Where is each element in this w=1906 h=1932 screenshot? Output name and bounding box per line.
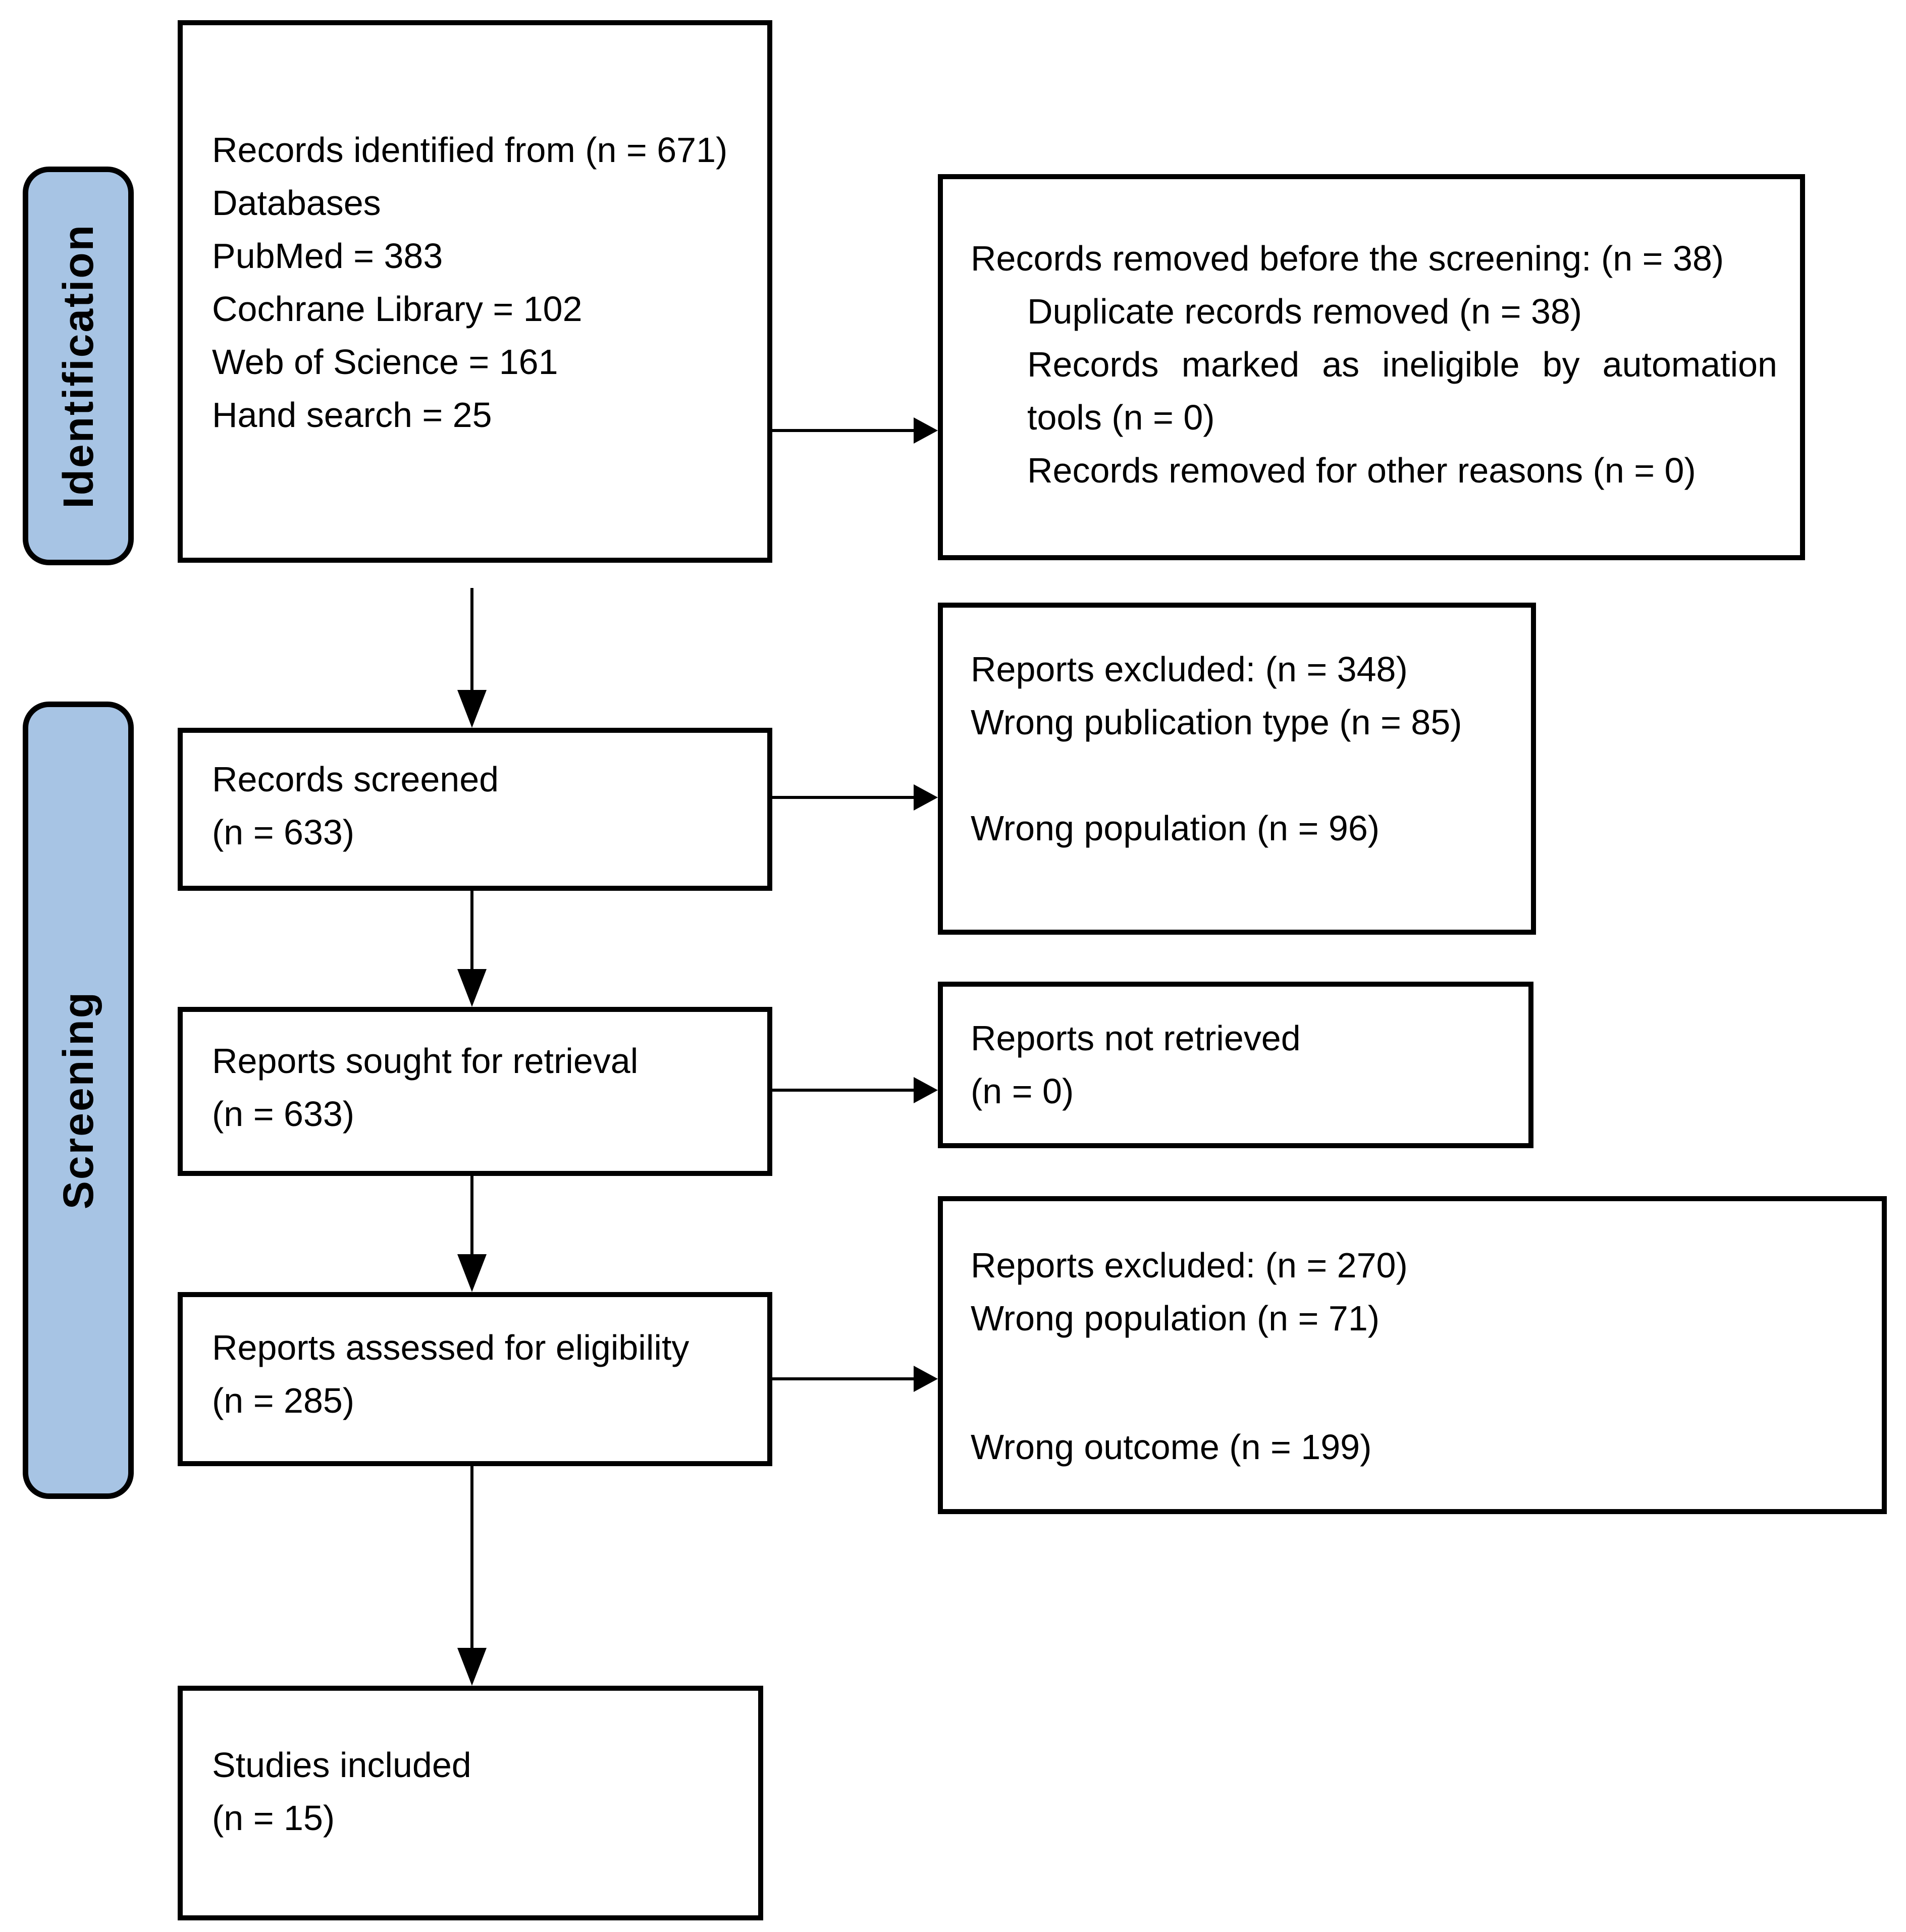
reports-excluded-screening-item: Wrong population (n = 96) bbox=[971, 809, 1380, 848]
records-removed-item: Records removed for other reasons (n = 0… bbox=[1027, 451, 1696, 490]
records-identified-line: Hand search = 25 bbox=[212, 395, 492, 435]
box-reports-excluded-screening: Reports excluded: (n = 348) Wrong public… bbox=[938, 603, 1536, 935]
records-identified-line: Records identified from (n = 671) bbox=[212, 130, 728, 170]
arrow-shaft bbox=[470, 1466, 473, 1650]
reports-excluded-eligibility-title: Reports excluded: (n = 270) bbox=[971, 1246, 1408, 1285]
stage-identification: Identification bbox=[23, 167, 134, 565]
arrow-shaft bbox=[470, 588, 473, 691]
reports-sought-count: (n = 633) bbox=[212, 1094, 355, 1134]
stage-screening-label: Screening bbox=[54, 991, 102, 1210]
reports-not-retrieved-count: (n = 0) bbox=[971, 1071, 1074, 1111]
records-screened-line: Records screened bbox=[212, 760, 499, 799]
records-identified-line: Cochrane Library = 102 bbox=[212, 289, 583, 329]
arrow-shaft bbox=[470, 891, 473, 972]
arrow-head-down-icon bbox=[457, 969, 487, 1007]
arrow-shaft bbox=[772, 429, 916, 432]
box-studies-included: Studies included (n = 15) bbox=[178, 1686, 763, 1920]
arrow-shaft bbox=[470, 1176, 473, 1257]
records-identified-line: PubMed = 383 bbox=[212, 236, 443, 276]
arrow-head-right-icon bbox=[914, 1077, 938, 1103]
box-records-screened: Records screened (n = 633) bbox=[178, 728, 772, 891]
records-removed-title: Records removed before the screening: (n… bbox=[971, 239, 1724, 278]
records-screened-count: (n = 633) bbox=[212, 813, 355, 852]
reports-assessed-count: (n = 285) bbox=[212, 1381, 355, 1420]
stage-identification-label: Identification bbox=[54, 223, 102, 509]
box-reports-not-retrieved: Reports not retrieved (n = 0) bbox=[938, 982, 1533, 1148]
reports-excluded-screening-title: Reports excluded: (n = 348) bbox=[971, 650, 1408, 689]
records-removed-item: Records marked as ineligible by automati… bbox=[1027, 345, 1777, 437]
arrow-head-right-icon bbox=[914, 1366, 938, 1392]
box-reports-excluded-eligibility: Reports excluded: (n = 270) Wrong popula… bbox=[938, 1196, 1887, 1514]
arrow-shaft bbox=[772, 1089, 916, 1092]
reports-sought-line: Reports sought for retrieval bbox=[212, 1041, 639, 1081]
arrow-head-right-icon bbox=[914, 784, 938, 811]
stage-screening: Screening bbox=[23, 702, 134, 1499]
reports-assessed-line: Reports assessed for eligibility bbox=[212, 1328, 690, 1367]
arrow-head-down-icon bbox=[457, 1648, 487, 1686]
box-records-identified: Records identified from (n = 671) Databa… bbox=[178, 20, 772, 563]
records-identified-line: Databases bbox=[212, 183, 381, 223]
records-identified-line: Web of Science = 161 bbox=[212, 342, 558, 382]
records-removed-item: Duplicate records removed (n = 38) bbox=[1027, 292, 1582, 331]
arrow-head-down-icon bbox=[457, 1254, 487, 1292]
box-reports-sought: Reports sought for retrieval (n = 633) bbox=[178, 1007, 772, 1176]
arrow-shaft bbox=[772, 1377, 916, 1380]
reports-excluded-eligibility-item: Wrong population (n = 71) bbox=[971, 1299, 1380, 1338]
arrow-shaft bbox=[772, 796, 916, 799]
reports-excluded-eligibility-item: Wrong outcome (n = 199) bbox=[971, 1427, 1372, 1467]
box-records-removed-before-screening: Records removed before the screening: (n… bbox=[938, 174, 1805, 560]
arrow-head-down-icon bbox=[457, 690, 487, 728]
arrow-head-right-icon bbox=[914, 417, 938, 444]
box-reports-assessed: Reports assessed for eligibility (n = 28… bbox=[178, 1292, 772, 1466]
reports-excluded-screening-item: Wrong publication type (n = 85) bbox=[971, 703, 1462, 742]
studies-included-line: Studies included bbox=[212, 1745, 471, 1785]
reports-not-retrieved-line: Reports not retrieved bbox=[971, 1018, 1301, 1058]
studies-included-count: (n = 15) bbox=[212, 1798, 335, 1838]
